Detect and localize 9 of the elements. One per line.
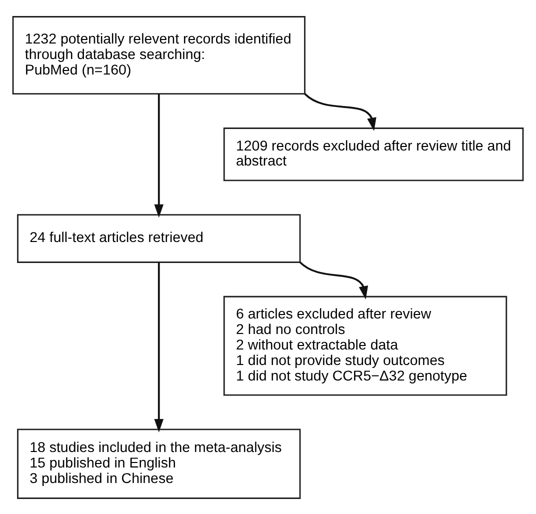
node-box: 24 full-text articles retrieved	[17, 214, 301, 262]
arrow	[154, 262, 164, 432]
arrow	[154, 93, 164, 218]
arrow	[299, 261, 368, 299]
arrow	[304, 92, 376, 131]
node-box: 1209 records excluded after review title and abstract	[223, 127, 524, 181]
node-box: 1232 potentially relevent records identified through database searching: PubMed (n=160)	[12, 16, 306, 94]
node-box: 18 studies included in the meta-analysis 15 published in English 3 published in Chinese	[17, 428, 301, 498]
node-box: 6 articles excluded after review 2 had no controls 2 without extractable data 1 did not provide study outcomes 1 did not study CCR5−Δ32 genotype	[223, 295, 508, 396]
